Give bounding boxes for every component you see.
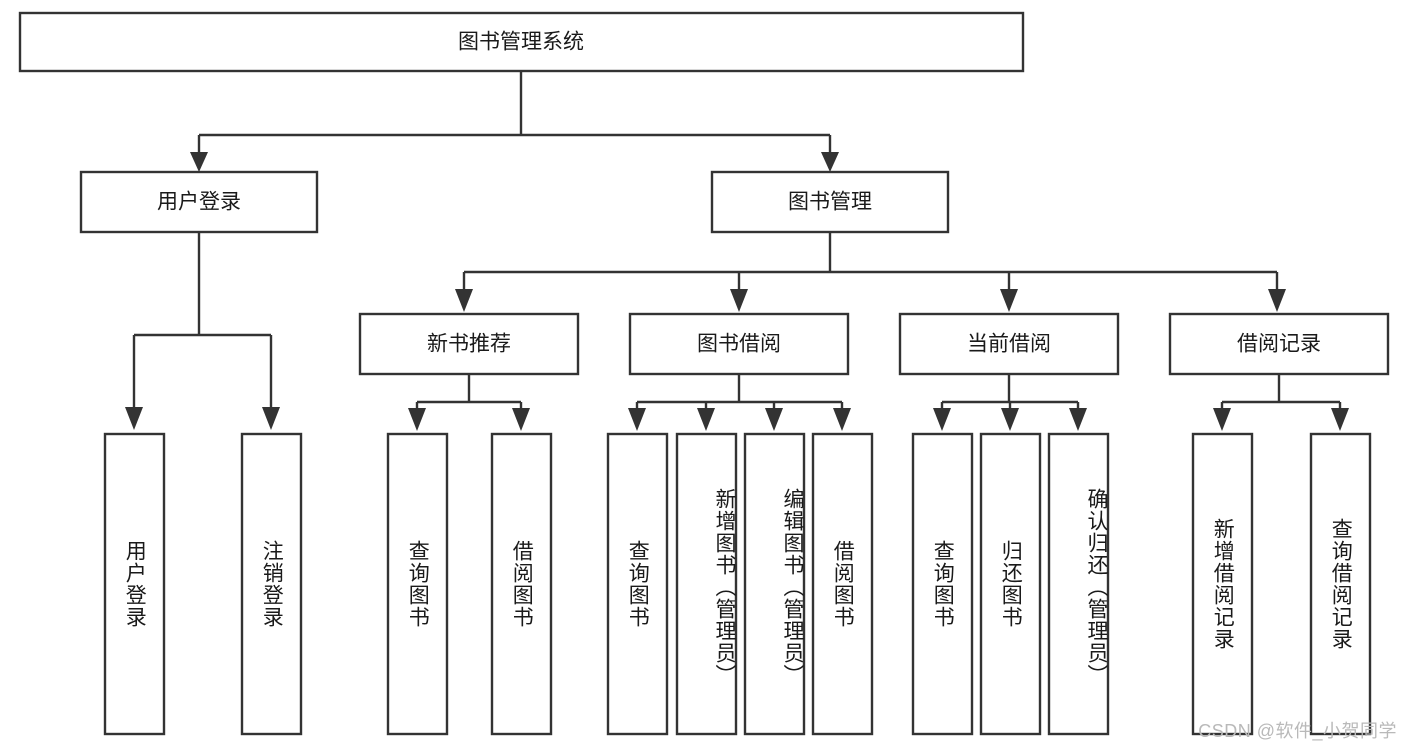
arrowhead-cb-leaf-2 [1001,408,1019,431]
arrowhead-br-leaf-1 [1213,408,1231,431]
leaf-box-borrow-book-2[interactable] [811,432,874,736]
leaf-box-confirm-return[interactable] [1047,432,1110,736]
node-borrow-record-box[interactable] [1168,312,1390,376]
arrowhead-bb-leaf-4 [833,408,851,431]
leaf-box-user-logout[interactable] [240,432,303,736]
node-current-borrow-box[interactable] [898,312,1120,376]
node-book-borrow-label: 图书借阅 [697,333,781,356]
node-new-book-rec-label: 新书推荐 [427,333,511,356]
node-root-label: 图书管理系统 [458,31,584,54]
leaf-box-query-book-3[interactable] [911,432,974,736]
leaf-box-query-record[interactable] [1309,432,1372,736]
csdn-watermark: CSDN @软件_小贺同学 [1198,721,1397,741]
leaf-box-add-book[interactable] [675,432,738,736]
arrowhead-user-login [190,152,208,172]
leaf-box-borrow-book-1[interactable] [490,432,553,736]
arrowhead-book-manage [821,152,839,172]
leaf-box-user-login[interactable] [103,432,166,736]
arrowhead-cb-leaf-3 [1069,408,1087,431]
leaf-box-query-book-2[interactable] [606,432,669,736]
node-book-manage-label: 图书管理 [788,191,872,214]
arrowhead-leaf-user-login [125,407,143,430]
arrowhead-nbr-leaf-1 [408,408,426,431]
arrowhead-br-leaf-2 [1331,408,1349,431]
arrowhead-leaf-user-logout [262,407,280,430]
node-root-box[interactable] [18,11,1025,73]
arrowhead-bb-leaf-3 [765,408,783,431]
leaf-box-edit-book[interactable] [743,432,806,736]
arrowhead-current-borrow [1000,289,1018,312]
leaf-box-return-book[interactable] [979,432,1042,736]
arrowhead-borrow-record [1268,289,1286,312]
arrowhead-book-borrow [730,289,748,312]
leaf-box-add-record[interactable] [1191,432,1254,736]
node-current-borrow-label: 当前借阅 [967,333,1051,356]
node-user-login-label: 用户登录 [157,191,241,214]
arrowhead-cb-leaf-1 [933,408,951,431]
node-new-book-rec-box[interactable] [358,312,580,376]
node-borrow-record-label: 借阅记录 [1237,333,1321,356]
node-book-borrow-box[interactable] [628,312,850,376]
arrowhead-bb-leaf-1 [628,408,646,431]
node-book-manage-box[interactable] [710,170,950,234]
leaf-box-query-book-1[interactable] [386,432,449,736]
arrowhead-new-book-rec [455,289,473,312]
arrowhead-nbr-leaf-2 [512,408,530,431]
arrowhead-bb-leaf-2 [697,408,715,431]
